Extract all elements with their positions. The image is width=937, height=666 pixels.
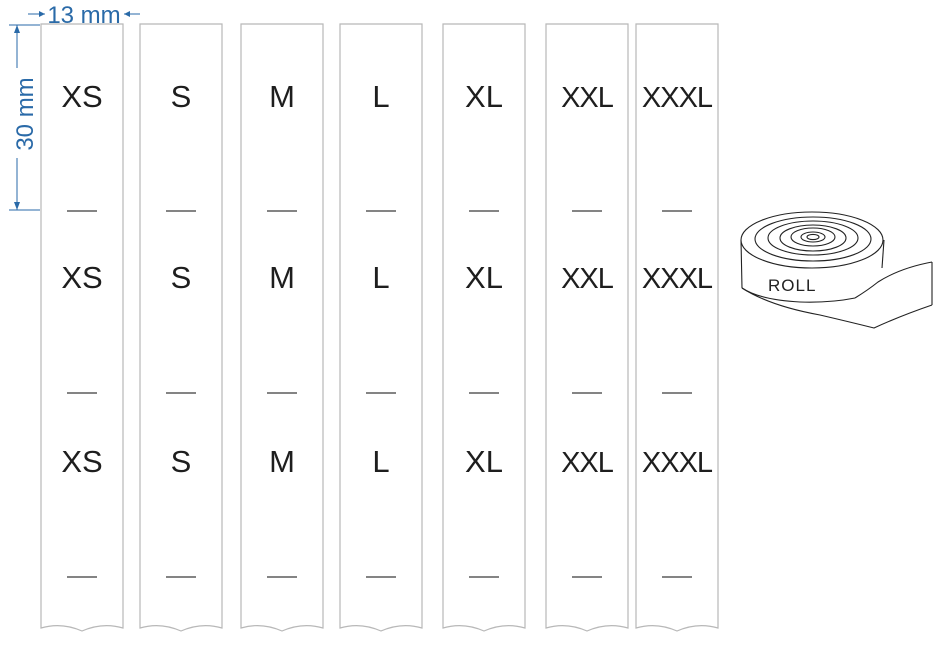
size-label: XXXL	[642, 263, 713, 295]
size-label: S	[171, 79, 192, 114]
size-label: XL	[465, 260, 503, 295]
roll-label: ROLL	[768, 276, 816, 295]
strip-outline	[545, 23, 629, 632]
label-strips: XSXSXSSSSMMMLLLXLXLXLXXLXXLXXLXXXLXXXLXX…	[40, 23, 719, 632]
strip-outline	[40, 23, 124, 632]
strip-outline	[442, 23, 526, 632]
size-label: XXL	[561, 263, 614, 295]
size-label: XXL	[561, 82, 614, 114]
label-strip-xl: XL XL XL	[442, 23, 526, 632]
size-label: XS	[61, 79, 102, 114]
strip-outline	[139, 23, 223, 632]
dimension-annotations	[9, 11, 140, 211]
size-label: XXXL	[642, 82, 713, 114]
size-label: XS	[61, 260, 102, 295]
size-label: L	[372, 444, 389, 479]
size-label: M	[269, 79, 295, 114]
size-label: S	[171, 260, 192, 295]
strip-outline	[635, 23, 719, 632]
strip-outline	[339, 23, 423, 632]
strip-outline	[240, 23, 324, 632]
size-label: XS	[61, 444, 102, 479]
label-strip-m: M M M	[240, 23, 324, 632]
size-label: S	[171, 444, 192, 479]
size-label: L	[372, 79, 389, 114]
label-strip-s: S S S	[139, 23, 223, 632]
size-label: M	[269, 444, 295, 479]
size-label: M	[269, 260, 295, 295]
size-label: XXL	[561, 447, 614, 479]
label-strip-l: L L L	[339, 23, 423, 632]
size-label: XL	[465, 444, 503, 479]
label-strip-xxxl: XXXL XXXL XXXL	[635, 23, 719, 632]
height-dimension-label: 30 mm	[12, 77, 39, 150]
label-strip-xs: XS XS XS	[40, 23, 124, 632]
label-strip-xxl: XXL XXL XXL	[545, 23, 629, 632]
size-label: L	[372, 260, 389, 295]
size-label: XL	[465, 79, 503, 114]
size-label: XXXL	[642, 447, 713, 479]
roll-illustration	[740, 211, 933, 329]
